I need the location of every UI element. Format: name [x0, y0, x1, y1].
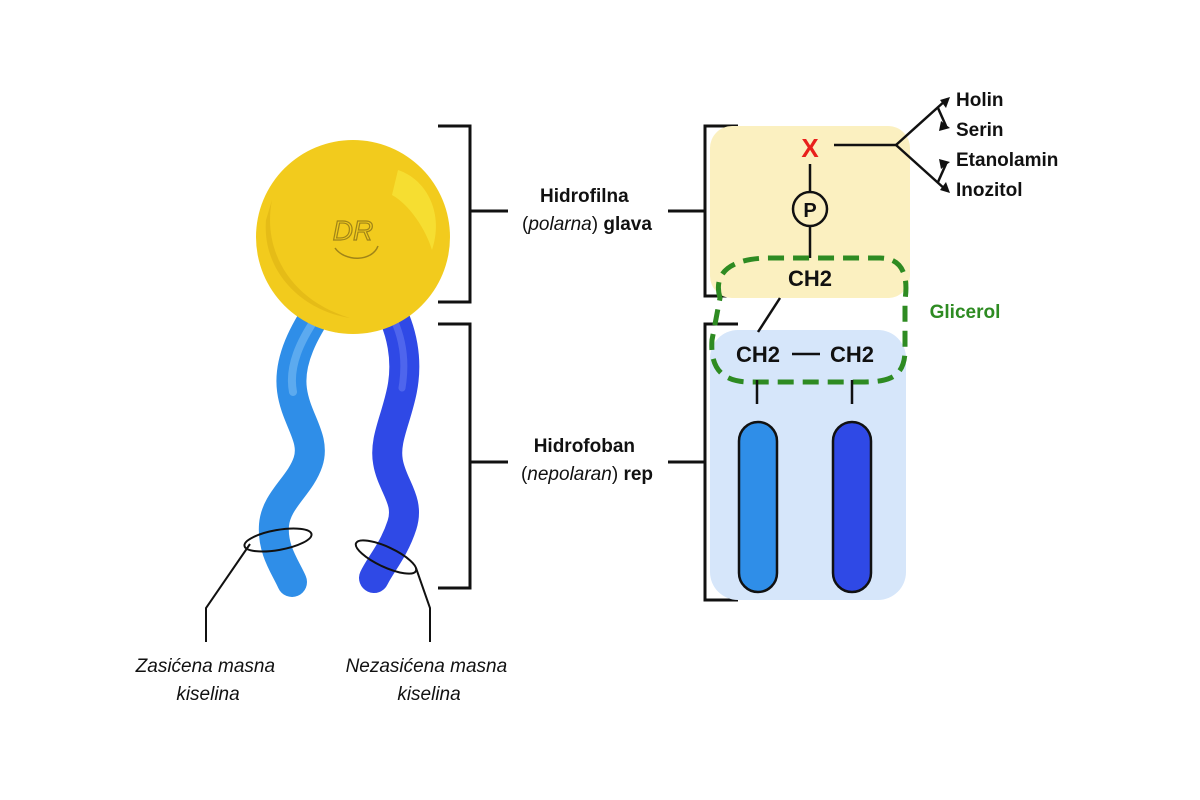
- unsaturated-label-line1: Nezasićena masna: [346, 656, 508, 677]
- ch2-left: CH2: [736, 342, 780, 367]
- tail-region-sub: (nepolaran) rep: [521, 464, 653, 485]
- x-branch-tick-etanolamin: [936, 163, 948, 183]
- glycerol-outline: [709, 255, 909, 385]
- saturated-tail-highlight: [288, 314, 320, 396]
- arrowhead-serin: [939, 121, 950, 131]
- saturated-marker-ring: [243, 527, 313, 553]
- paren-open: (: [522, 214, 529, 235]
- saturated-label-line2: kiselina: [176, 684, 239, 705]
- head-region-title: Hidrofilna: [540, 186, 629, 207]
- x-option-serin: Serin: [956, 120, 1004, 141]
- saturated-chain-block: [737, 420, 779, 594]
- head-region-box: [710, 126, 910, 298]
- saturated-label-line1: Zasićena masna: [135, 656, 275, 677]
- paren-open: (: [521, 464, 528, 485]
- ch2-top: CH2: [788, 266, 832, 291]
- arrowhead-holin: [940, 97, 950, 108]
- paren-close: ): [592, 214, 598, 235]
- head-bracket-left: [438, 124, 472, 304]
- ch2-right: CH2: [830, 342, 874, 367]
- logo-swirl: [334, 245, 379, 259]
- head-region-label: Hidrofilna (polarna) glava: [522, 186, 652, 235]
- x-branch-tick-holin: [936, 107, 948, 127]
- x-branch-upper: [895, 99, 947, 146]
- logo-text: DR: [333, 215, 373, 246]
- head-word: glava: [603, 214, 652, 235]
- phospholipid-illustration: DR Zasićena masna kiselina Nezasićena ma…: [135, 140, 513, 705]
- unsaturated-chain-block: [831, 420, 873, 594]
- head-region-sub: (polarna) glava: [522, 214, 652, 235]
- unsaturated-label: Nezasićena masna kiselina: [346, 656, 513, 705]
- x-group: X: [801, 133, 819, 163]
- tail-region-title: Hidrofoban: [534, 436, 635, 457]
- ch2-diagonal-bond: [756, 297, 782, 333]
- arrowhead-etanolamin: [939, 159, 950, 169]
- unsaturated-leader-line: [415, 567, 431, 642]
- glycerol-label: Glicerol: [930, 302, 1001, 323]
- tail-bracket-left: [438, 322, 472, 590]
- head-paren-word: polarna: [527, 214, 591, 235]
- x-option-holin: Holin: [956, 90, 1004, 111]
- saturated-label: Zasićena masna kiselina: [135, 656, 281, 705]
- x-option-inozitol: Inozitol: [956, 180, 1022, 201]
- paren-close: ): [612, 464, 618, 485]
- unsaturated-marker-ring: [354, 539, 418, 575]
- chemical-structure: X Holin Serin Etanolamin Inozitol P CH2 …: [709, 90, 1058, 600]
- x-option-etanolamin: Etanolamin: [956, 150, 1058, 171]
- tail-region-label: Hidrofoban (nepolaran) rep: [521, 436, 653, 485]
- logo: DR: [332, 214, 379, 259]
- unsaturated-tail-highlight: [390, 316, 408, 392]
- phosphate-label: P: [803, 200, 816, 222]
- saturated-leader-line: [205, 543, 251, 642]
- arrowhead-inozitol: [940, 182, 950, 193]
- x-branch-lower: [895, 144, 947, 191]
- tail-word: rep: [623, 464, 653, 485]
- unsaturated-label-line2: kiselina: [397, 684, 460, 705]
- tail-paren-word: nepolaran: [527, 464, 612, 485]
- head-highlight: [392, 170, 437, 250]
